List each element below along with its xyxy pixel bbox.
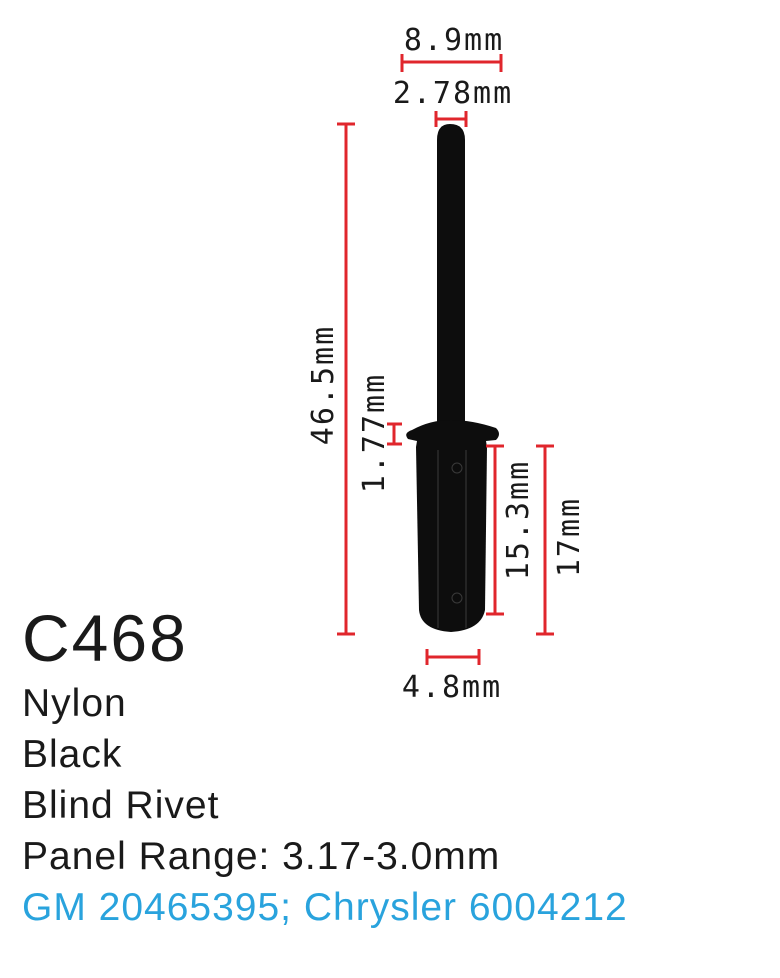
rivet-part	[406, 124, 499, 632]
part-type: Blind Rivet	[22, 784, 220, 827]
rivet-head	[406, 420, 499, 447]
label-head-thickness: 1.77mm	[357, 373, 392, 493]
label-head-diameter: 8.9mm	[404, 23, 504, 58]
dim-line-head-thickness	[387, 422, 402, 446]
label-total-body-length: 17mm	[552, 497, 587, 577]
label-overall-length: 46.5mm	[306, 325, 341, 445]
rivet-body-details	[437, 450, 467, 628]
dim-line-total-body-length	[536, 444, 554, 636]
part-color: Black	[22, 733, 123, 776]
rivet-pin	[437, 124, 465, 426]
dim-line-overall-length	[337, 122, 355, 636]
panel-range: Panel Range: 3.17-3.0mm	[22, 835, 501, 878]
part-code: C468	[22, 601, 188, 675]
part-info: C468 Nylon Black Blind Rivet Panel Range…	[22, 598, 628, 933]
label-body-length: 15.3mm	[501, 460, 536, 580]
dim-line-body-diameter	[425, 649, 481, 665]
dim-line-head-diameter	[400, 54, 503, 72]
dim-line-body-length	[486, 444, 504, 616]
oem-numbers: GM 20465395; Chrysler 6004212	[22, 886, 628, 929]
label-body-diameter: 4.8mm	[402, 670, 502, 705]
label-pin-diameter: 2.78mm	[393, 76, 513, 111]
rivet-body	[416, 447, 487, 632]
part-material: Nylon	[22, 682, 127, 725]
dim-line-pin-diameter	[434, 111, 468, 127]
